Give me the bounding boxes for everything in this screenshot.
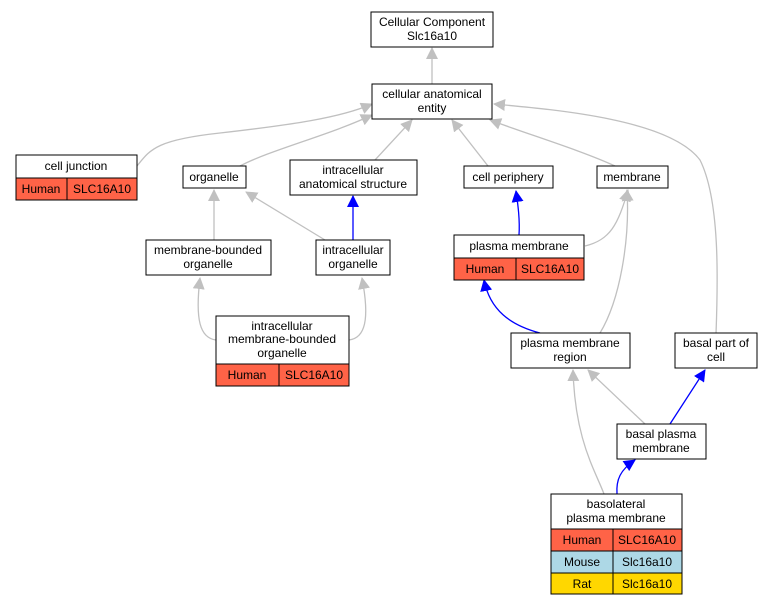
edge-pm-to-cell-periphery	[511, 190, 524, 236]
node-label-line: membrane	[603, 170, 661, 184]
node-label-line: intracellular	[322, 243, 383, 257]
edge-pmr-to-pm	[480, 279, 541, 334]
node-label-line: cell periphery	[472, 170, 543, 184]
species-cell: Human	[228, 368, 267, 382]
node-label-line: entity	[418, 101, 447, 115]
node-label-line: membrane-bounded	[228, 332, 336, 346]
node-label-line: Cellular Component	[379, 15, 486, 29]
node-cellular-component[interactable]: Cellular Component Slc16a10	[370, 11, 494, 48]
node-plasma-membrane-region[interactable]: plasma membrane region	[510, 332, 631, 369]
node-label-line: cell junction	[45, 159, 108, 173]
species-cell: Human	[22, 182, 61, 196]
gene-cell: Slc16a10	[622, 577, 672, 591]
edge-cell-junction-to-cae	[136, 102, 373, 167]
node-label-line: organelle	[183, 257, 233, 271]
node-membrane[interactable]: membrane	[596, 165, 669, 189]
species-cell: Human	[563, 533, 602, 547]
edges	[136, 47, 718, 495]
node-cell-junction[interactable]: cell junction Human SLC16A10	[15, 154, 138, 201]
node-basal-plasma-membrane[interactable]: basal plasma membrane	[616, 423, 707, 460]
species-cell: Rat	[573, 577, 592, 591]
node-membrane-bounded-organelle[interactable]: membrane-bounded organelle	[145, 239, 272, 276]
edge-bpm-to-bpc	[669, 369, 706, 425]
edge-imbo-to-io	[348, 277, 370, 341]
gene-cell: Slc16a10	[622, 555, 672, 569]
node-basal-part-of-cell[interactable]: basal part of cell	[674, 332, 758, 369]
node-label-line: organelle	[328, 257, 378, 271]
node-label-line: plasma membrane	[520, 336, 620, 350]
node-label-line: organelle	[189, 170, 239, 184]
edge-cell-periphery-to-cae	[451, 119, 489, 167]
node-label-line: intracellular	[322, 163, 383, 177]
species-cell: Mouse	[564, 555, 600, 569]
node-intracellular-anatomical-structure[interactable]: intracellular anatomical structure	[289, 159, 418, 196]
gene-cell: SLC16A10	[618, 533, 676, 547]
node-organelle[interactable]: organelle	[182, 165, 247, 189]
node-label-line: basal part of	[683, 336, 750, 350]
node-label-line: membrane	[632, 441, 690, 455]
node-label-line: cellular anatomical	[382, 87, 481, 101]
node-intracellular-membrane-bounded-organelle[interactable]: intracellular membrane-bounded organelle…	[215, 315, 350, 387]
node-label-line: region	[553, 350, 586, 364]
nodes: Cellular Component Slc16a10 cellular ana…	[15, 11, 758, 595]
edge-blpm-to-bpm	[616, 459, 636, 495]
node-label-line: plasma membrane	[566, 511, 666, 525]
edge-blpm-to-pmr	[567, 369, 605, 495]
edge-imbo-to-mbo	[192, 277, 217, 341]
species-cell: Human	[466, 262, 505, 276]
node-label-line: basolateral	[587, 497, 646, 511]
node-cell-periphery[interactable]: cell periphery	[463, 165, 554, 189]
node-label-line: membrane-bounded	[154, 243, 262, 257]
edge-ias-to-cae	[374, 119, 413, 161]
edge-io-to-organelle	[245, 191, 326, 241]
gene-cell: SLC16A10	[521, 262, 579, 276]
node-cellular-anatomical-entity[interactable]: cellular anatomical entity	[371, 83, 493, 120]
node-label-line: basal plasma	[626, 427, 697, 441]
node-plasma-membrane[interactable]: plasma membrane Human SLC16A10	[453, 234, 585, 281]
edge-pmr-to-membrane	[599, 189, 634, 334]
edge-organelle-to-cae	[239, 114, 373, 167]
edge-bpc-to-cae	[493, 99, 718, 335]
node-intracellular-organelle[interactable]: intracellular organelle	[315, 239, 391, 276]
node-label-line: anatomical structure	[299, 177, 407, 191]
node-label-line: plasma membrane	[469, 239, 569, 253]
edge-bpm-to-pmr	[587, 369, 646, 425]
gene-cell: SLC16A10	[73, 182, 131, 196]
edge-pm-to-membrane	[584, 189, 631, 247]
node-label-line: Slc16a10	[407, 29, 457, 43]
node-label-line: cell	[707, 350, 725, 364]
node-label-line: organelle	[257, 346, 307, 360]
node-basolateral-plasma-membrane[interactable]: basolateral plasma membrane Human SLC16A…	[550, 493, 683, 595]
node-label-line: intracellular	[251, 319, 312, 333]
edge-membrane-to-cae	[489, 118, 616, 167]
gene-cell: SLC16A10	[285, 368, 343, 382]
